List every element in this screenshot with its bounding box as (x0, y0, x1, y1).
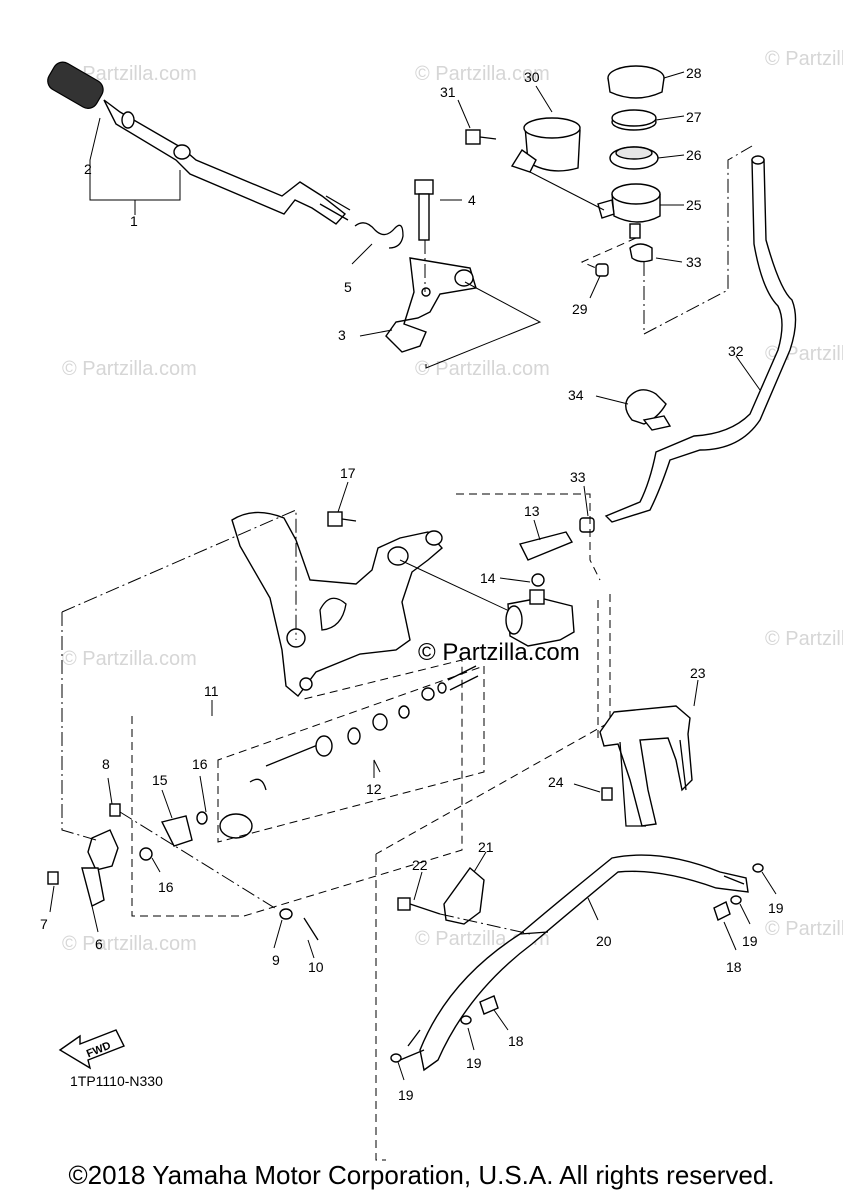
callout-18a: 18 (726, 959, 742, 975)
clamp-33 (579, 517, 595, 533)
callout-23: 23 (690, 665, 706, 681)
callout-19d: 19 (398, 1087, 414, 1103)
watermark: © Partzilla.com (62, 933, 197, 955)
callout-16a: 16 (192, 756, 208, 772)
watermark: © Partzilla.com (62, 648, 197, 670)
leaders-bottom-left (49, 509, 599, 959)
kit-box-12 (217, 665, 485, 843)
master-cylinder (505, 531, 575, 647)
callout-9: 9 (272, 952, 280, 968)
callout-7: 7 (40, 916, 48, 932)
callout-20: 20 (596, 933, 612, 949)
callout-25: 25 (686, 197, 702, 213)
callout-11: 11 (204, 683, 219, 699)
callout-17: 17 (340, 465, 356, 481)
leaders-bottom-right (397, 679, 777, 1081)
hose-clamp-34 (625, 389, 672, 431)
callout-27: 27 (686, 109, 702, 125)
callout-10: 10 (308, 959, 324, 975)
callout-3: 3 (338, 327, 346, 343)
callout-2: 2 (84, 161, 92, 177)
frame-bracket (231, 511, 443, 698)
callout-19a: 19 (768, 900, 784, 916)
leader-32 (735, 355, 761, 391)
kit-box-top (456, 493, 601, 581)
watermark: © Partzilla.com (62, 358, 197, 380)
callout-31: 31 (440, 84, 456, 100)
callout-34: 34 (568, 387, 584, 403)
leader-34 (595, 395, 629, 405)
callout-32: 32 (728, 343, 744, 359)
callout-24: 24 (548, 774, 564, 790)
callout-30: 30 (524, 69, 540, 85)
callout-22: 22 (412, 857, 428, 873)
watermark: © Partzilla.com (765, 48, 843, 70)
callout-13: 13 (524, 503, 540, 519)
reservoir-group (465, 65, 665, 277)
callout-16b: 16 (158, 879, 174, 895)
callout-18b: 18 (508, 1033, 524, 1049)
shift-pedal (47, 61, 351, 225)
copyright-notice: ©2018 Yamaha Motor Corporation, U.S.A. A… (68, 1160, 775, 1190)
callout-33b: 33 (570, 469, 586, 485)
shift-spring (354, 222, 404, 249)
watermark-center: © Partzilla.com (418, 639, 580, 666)
callout-15: 15 (152, 772, 168, 788)
callout-8: 8 (102, 756, 110, 772)
diagram-code: 1TP1110-N330 (70, 1073, 163, 1089)
watermark: © Partzilla.com (415, 358, 550, 380)
callout-14: 14 (480, 570, 496, 586)
bracket-3 (385, 257, 477, 353)
leader-17 (337, 481, 349, 513)
leader-14 (499, 577, 531, 583)
callout-28: 28 (686, 65, 702, 81)
leaders-top-left (89, 117, 542, 369)
kit-box-11 (131, 659, 463, 917)
leader-frame (399, 559, 521, 617)
watermark: © Partzilla.com (765, 628, 843, 650)
bolt-4 (414, 179, 434, 241)
leader-12 (373, 759, 381, 778)
callout-labels: 1 2 3 4 5 6 7 8 9 10 11 12 13 14 15 16 1… (40, 65, 784, 1103)
fwd-arrow: FWD (58, 1029, 125, 1070)
reservoir-hose (604, 155, 797, 523)
brake-hose-group (375, 594, 764, 1161)
leader-33 (583, 485, 589, 517)
callout-4: 4 (468, 192, 476, 208)
callout-29: 29 (572, 301, 588, 317)
watermark: © Partzilla.com (415, 63, 550, 85)
watermark: © Partzilla.com (765, 918, 843, 940)
callout-5: 5 (344, 279, 352, 295)
leaders-reservoir (457, 71, 753, 335)
callout-26: 26 (686, 147, 702, 163)
callout-19c: 19 (466, 1055, 482, 1071)
callout-6: 6 (95, 936, 103, 952)
callout-1: 1 (130, 213, 138, 229)
callout-12: 12 (366, 781, 382, 797)
leader-13 (533, 519, 541, 541)
callout-33a: 33 (686, 254, 702, 270)
callout-19b: 19 (742, 933, 758, 949)
cylinder-kit (196, 665, 479, 839)
clevis-parts (47, 803, 319, 941)
callout-21: 21 (478, 839, 494, 855)
